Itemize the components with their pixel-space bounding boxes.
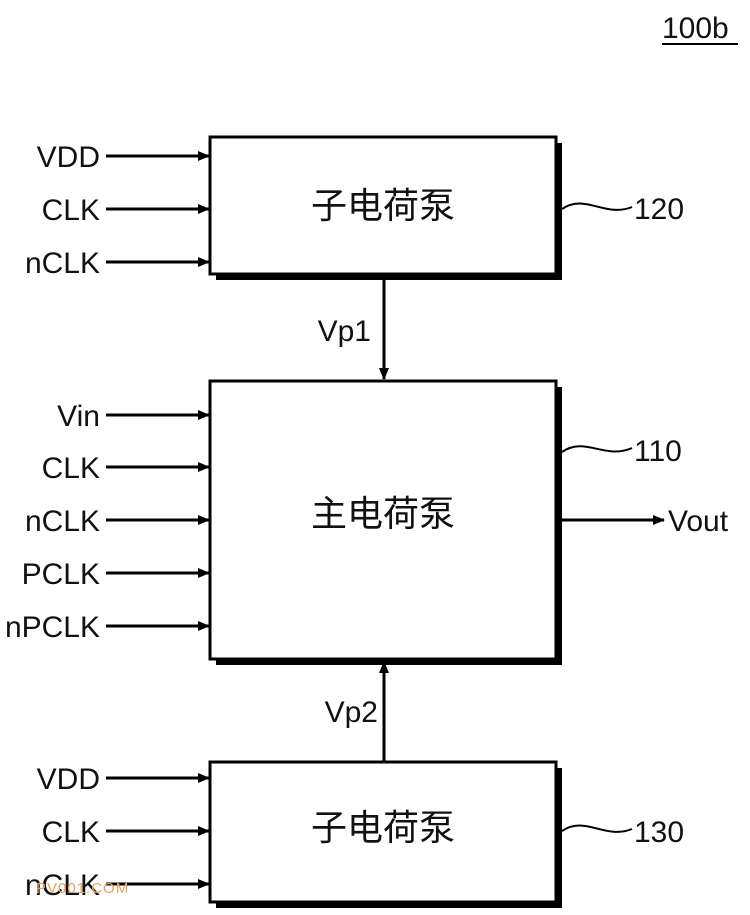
figure-label: 100b [662,12,729,45]
sub-pump-bottom-leader [561,824,633,833]
main-pump-input-npclk: nPCLK [5,611,100,644]
main-pump-input-vin: Vin [57,400,100,433]
sub-pump-top-leader [561,202,633,211]
sub-pump-top: 子电荷泵 120 VDD CLK nCLK [25,135,684,280]
main-pump-input-nclk: nCLK [25,505,100,538]
sub-pump-top-input-nclk: nCLK [25,247,100,280]
sub-pump-bottom-title: 子电荷泵 [311,808,455,849]
vp1-label: Vp1 [318,315,371,348]
sub-pump-bottom-input-vdd: VDD [37,763,100,796]
sub-pump-top-ref: 120 [634,193,684,226]
sub-pump-top-input-vdd: VDD [37,141,100,174]
main-pump: 主电荷泵 110 Vin CLK nCLK PCLK nPCLK Vout [5,379,729,665]
sub-pump-top-box [208,135,558,276]
watermark: PV001.COM [36,880,129,897]
main-pump-ref: 110 [634,435,682,468]
sub-pump-bottom-box [208,760,558,904]
sub-pump-bottom-input-clk: CLK [42,816,100,849]
main-pump-leader [561,445,633,453]
sub-pump-bottom: 子电荷泵 130 VDD CLK nCLK [25,760,684,908]
sub-pump-bottom-ref: 130 [634,816,684,849]
vp2-label: Vp2 [325,696,378,729]
sub-pump-top-title: 子电荷泵 [311,186,455,227]
sub-pump-bottom-input-nclk: nCLK [25,869,100,902]
main-pump-input-clk: CLK [42,452,100,485]
main-pump-output-vout: Vout [668,505,729,538]
main-pump-input-pclk: PCLK [22,558,100,591]
main-pump-box [208,379,558,661]
sub-pump-top-input-clk: CLK [42,194,100,227]
main-pump-title: 主电荷泵 [311,494,455,535]
